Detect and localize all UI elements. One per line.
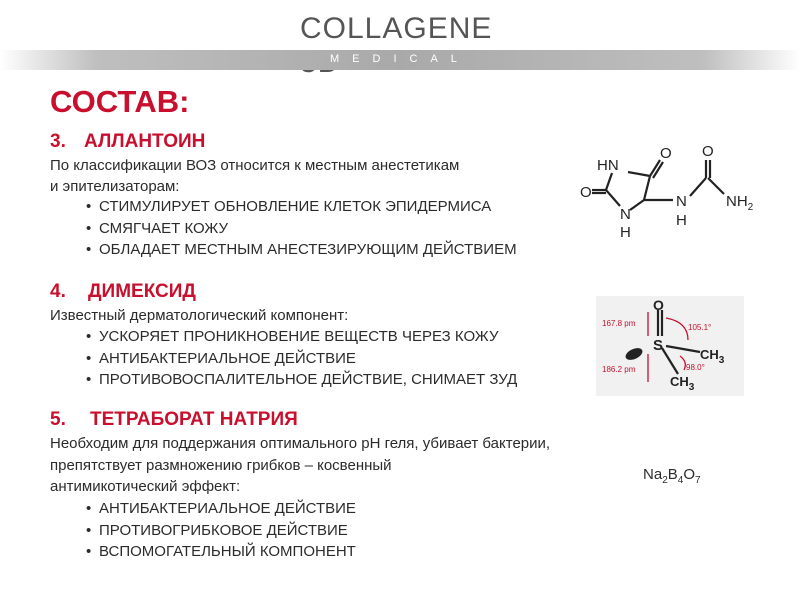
- list-item: ОБЛАДАЕТ МЕСТНЫМ АНЕСТЕЗИРУЮЩИМ ДЕЙСТВИЕ…: [86, 239, 517, 261]
- section-number: 4.: [50, 281, 66, 302]
- section-title: АЛЛАНТОИН: [84, 131, 206, 152]
- bond-length-label: 167.8 pm: [602, 319, 636, 328]
- section-description: Известный дерматологический компонент:: [50, 305, 348, 326]
- section-heading-dimexide: 4. ДИМЕКСИД: [50, 281, 196, 303]
- atom-label: CH3: [700, 347, 725, 366]
- allantoin-structure: HN O O N N H H O NH2: [580, 143, 754, 241]
- atom-label: N: [620, 206, 631, 223]
- section-heading-allantoin: 3. АЛЛАНТОИН: [50, 131, 205, 153]
- bond-angle-label: 105.1°: [688, 323, 711, 332]
- list-item: СМЯГЧАЕТ КОЖУ: [86, 218, 517, 240]
- section-description: По классификации ВОЗ относится к местным…: [50, 155, 459, 197]
- atom-label: N: [676, 193, 687, 210]
- description-line: и эпителизаторам:: [50, 178, 180, 195]
- list-item: АНТИБАКТЕРИАЛЬНОЕ ДЕЙСТВИЕ: [86, 348, 517, 370]
- atom-label: HN: [597, 157, 619, 174]
- description-line: По классификации ВОЗ относится к местным…: [50, 157, 460, 174]
- list-item: СТИМУЛИРУЕТ ОБНОВЛЕНИЕ КЛЕТОК ЭПИДЕРМИСА: [86, 196, 517, 218]
- description-line: Известный дерматологический компонент:: [50, 307, 349, 324]
- atom-label: O: [653, 297, 664, 313]
- description-line: Необходим для поддержания оптимального р…: [50, 435, 551, 452]
- list-item: УСКОРЯЕТ ПРОНИКНОВЕНИЕ ВЕЩЕСТВ ЧЕРЕЗ КОЖ…: [86, 326, 517, 348]
- bullet-list: СТИМУЛИРУЕТ ОБНОВЛЕНИЕ КЛЕТОК ЭПИДЕРМИСА…: [86, 196, 517, 261]
- atom-label: NH2: [726, 193, 754, 213]
- section-title: ТЕТРАБОРАТ НАТРИЯ: [90, 409, 298, 430]
- section-number: 3.: [50, 131, 66, 152]
- description-line: антимикотический эффект:: [50, 478, 241, 495]
- atom-label: O: [702, 143, 714, 160]
- bullet-list: АНТИБАКТЕРИАЛЬНОЕ ДЕЙСТВИЕ ПРОТИВОГРИБКО…: [86, 498, 356, 563]
- list-item: ПРОТИВОВОСПАЛИТЕЛЬНОЕ ДЕЙСТВИЕ, СНИМАЕТ …: [86, 369, 517, 391]
- section-description: Необходим для поддержания оптимального р…: [50, 433, 550, 498]
- section-title: ДИМЕКСИД: [88, 281, 196, 302]
- atom-label: S: [653, 337, 663, 354]
- section-number: 5.: [50, 409, 66, 430]
- chemical-formula: Na2B4O7: [643, 466, 701, 486]
- atom-label: O: [660, 145, 672, 162]
- brand-band: [0, 50, 800, 70]
- page-title: СОСТАВ:: [50, 84, 190, 119]
- list-item: ПРОТИВОГРИБКОВОЕ ДЕЙСТВИЕ: [86, 520, 356, 542]
- dimexide-structure: O S CH3 CH3 167.8 pm 105.1° 98.0° 186.2 …: [596, 296, 744, 396]
- brand-subline: MEDICAL: [330, 53, 470, 65]
- section-heading-borax: 5. ТЕТРАБОРАТ НАТРИЯ: [50, 409, 298, 431]
- bullet-list: УСКОРЯЕТ ПРОНИКНОВЕНИЕ ВЕЩЕСТВ ЧЕРЕЗ КОЖ…: [86, 326, 517, 391]
- atom-label: CH3: [670, 374, 695, 393]
- bond-angle-label: 98.0°: [686, 363, 705, 372]
- atom-label: H: [676, 212, 687, 229]
- list-item: АНТИБАКТЕРИАЛЬНОЕ ДЕЙСТВИЕ: [86, 498, 356, 520]
- bond-length-label: 186.2 pm: [602, 365, 636, 374]
- list-item: ВСПОМОГАТЕЛЬНЫЙ КОМПОНЕНТ: [86, 541, 356, 563]
- description-line: препятствует размножению грибков – косве…: [50, 456, 392, 474]
- atom-label: H: [620, 224, 631, 241]
- atom-label: O: [580, 184, 592, 201]
